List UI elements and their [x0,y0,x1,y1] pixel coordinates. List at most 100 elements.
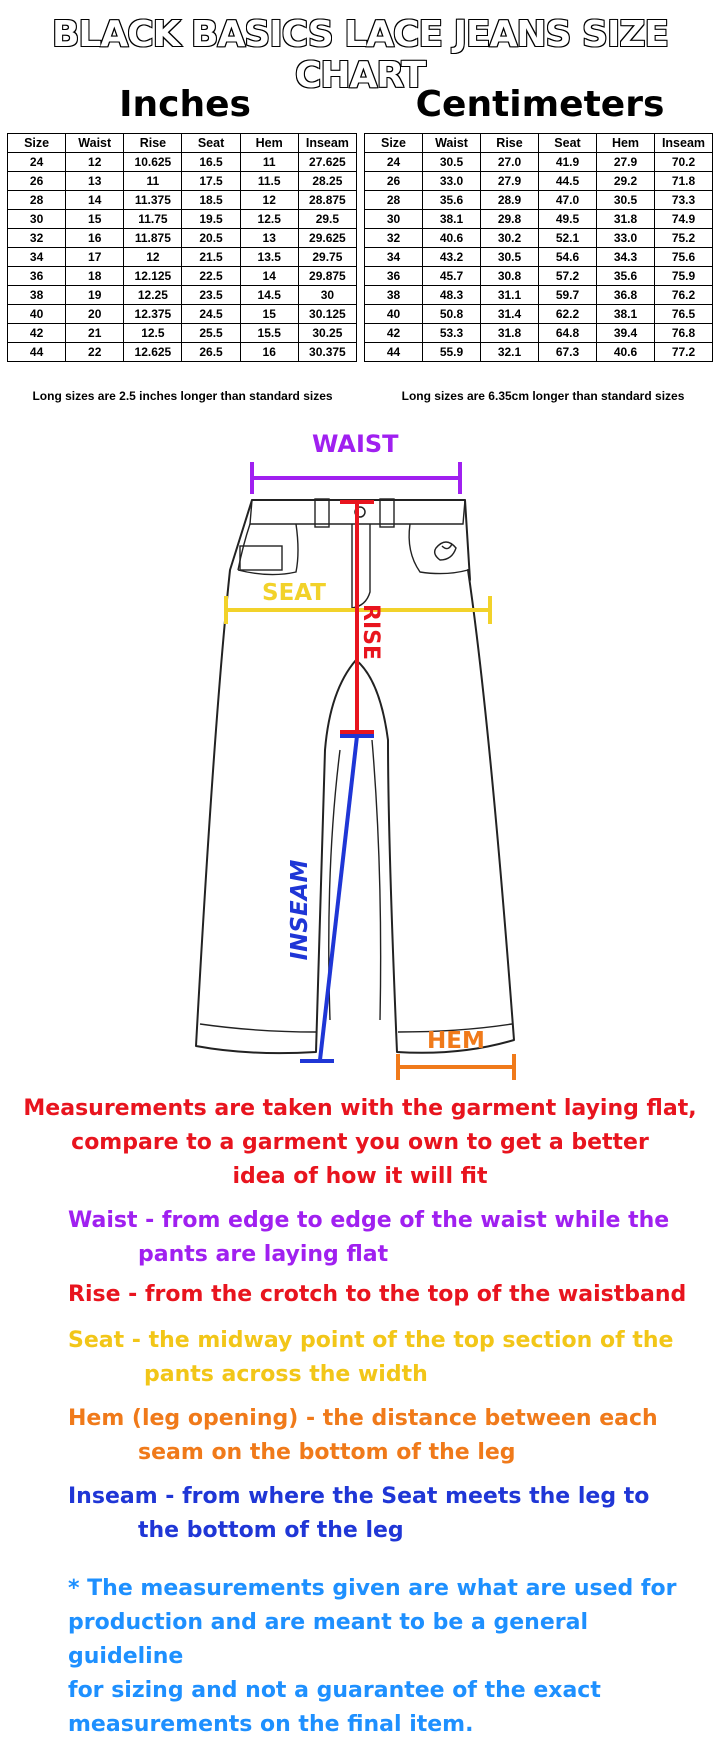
rise-definition: Rise - from the crotch to the top of the… [68,1278,708,1312]
table-cell: 26.5 [181,342,241,362]
table-cell: 22 [65,342,125,362]
definition-line: pants across the width [144,1362,428,1387]
definition-line: the bottom of the leg [138,1518,404,1543]
table-cell: 28 [6,190,67,210]
table-cell: 67.3 [538,342,597,362]
column-header: Size [364,133,423,153]
table-cell: 36 [364,266,423,286]
table-cell: 74.9 [654,209,713,229]
table-cell: 42 [6,323,67,343]
table-cell: 12 [239,190,299,210]
table-cell: 26 [364,171,423,191]
table-cell: 19.5 [181,209,241,229]
definition-line: Inseam - from where the Seat meets the l… [68,1484,650,1509]
table-cell: 15.5 [239,323,299,343]
table-cell: 30.25 [297,323,358,343]
measurement-intro: Measurements are taken with the garment … [0,1092,720,1194]
table-cell: 30.5 [422,152,481,172]
column-header: Hem [596,133,655,153]
table-cell: 40 [364,304,423,324]
table-cell: 42 [364,323,423,343]
table-cell: 25.5 [181,323,241,343]
table-cell: 16 [65,228,125,248]
table-cell: 14 [65,190,125,210]
table-cell: 24 [364,152,423,172]
table-cell: 29.2 [596,171,655,191]
table-cell: 27.9 [480,171,539,191]
table-cell: 53.3 [422,323,481,343]
disclaimer-line: production and are meant to be a general… [68,1610,588,1669]
table-cell: 13 [65,171,125,191]
table-cell: 38 [6,285,67,305]
waist-definition: Waist - from edge to edge of the waist w… [68,1204,708,1272]
table-cell: 30.5 [596,190,655,210]
table-cell: 11 [239,152,299,172]
table-cell: 17.5 [181,171,241,191]
inseam-definition: Inseam - from where the Seat meets the l… [68,1480,708,1548]
table-cell: 34 [6,247,67,267]
lace-logo-icon [433,541,457,561]
seat-label: SEAT [262,580,326,606]
table-cell: 32 [6,228,67,248]
table-cell: 73.3 [654,190,713,210]
table-cell: 21.5 [181,247,241,267]
table-cell: 34.3 [596,247,655,267]
table-cell: 14.5 [239,285,299,305]
table-cell: 38 [364,285,423,305]
right-front-pocket [408,523,469,575]
table-cell: 71.8 [654,171,713,191]
table-cell: 49.5 [538,209,597,229]
waist-measure-line [250,462,462,494]
table-cell: 29.625 [297,228,358,248]
table-cell: 33.0 [596,228,655,248]
definition-line: pants are laying flat [138,1242,389,1267]
table-cell: 48.3 [422,285,481,305]
table-cell: 24 [6,152,67,172]
column-header: Rise [480,133,539,153]
table-cell: 31.8 [480,323,539,343]
table-cell: 76.5 [654,304,713,324]
table-cell: 41.9 [538,152,597,172]
table-cell: 36 [6,266,67,286]
disclaimer-line: measurements on the final item. [68,1712,474,1737]
table-cell: 29.8 [480,209,539,229]
table-cell: 44 [364,342,423,362]
inseam-label: INSEAM [287,860,313,961]
disclaimer-line: * The measurements given are what are us… [68,1576,677,1601]
table-cell: 12.25 [123,285,183,305]
table-cell: 12.125 [123,266,183,286]
table-cell: 19 [65,285,125,305]
left-hem-stitch [199,1023,317,1033]
table-cell: 27.0 [480,152,539,172]
table-cell: 40.6 [422,228,481,248]
intro-line: idea of how it will fit [232,1164,488,1189]
table-cell: 64.8 [538,323,597,343]
left-front-pocket [237,523,299,576]
table-cell: 11 [123,171,183,191]
belt-loop [314,498,330,528]
table-cell: 35.6 [422,190,481,210]
definition-line: Rise - from the crotch to the top of the… [68,1282,687,1307]
table-cell: 31.1 [480,285,539,305]
table-cell: 30 [6,209,67,229]
table-cell: 12.5 [239,209,299,229]
table-cell: 30.375 [297,342,358,362]
table-cell: 29.5 [297,209,358,229]
table-cell: 15 [65,209,125,229]
table-cell: 11.875 [123,228,183,248]
table-cell: 50.8 [422,304,481,324]
page-title: BLACK BASICS LACE JEANS SIZE CHART [51,13,670,97]
